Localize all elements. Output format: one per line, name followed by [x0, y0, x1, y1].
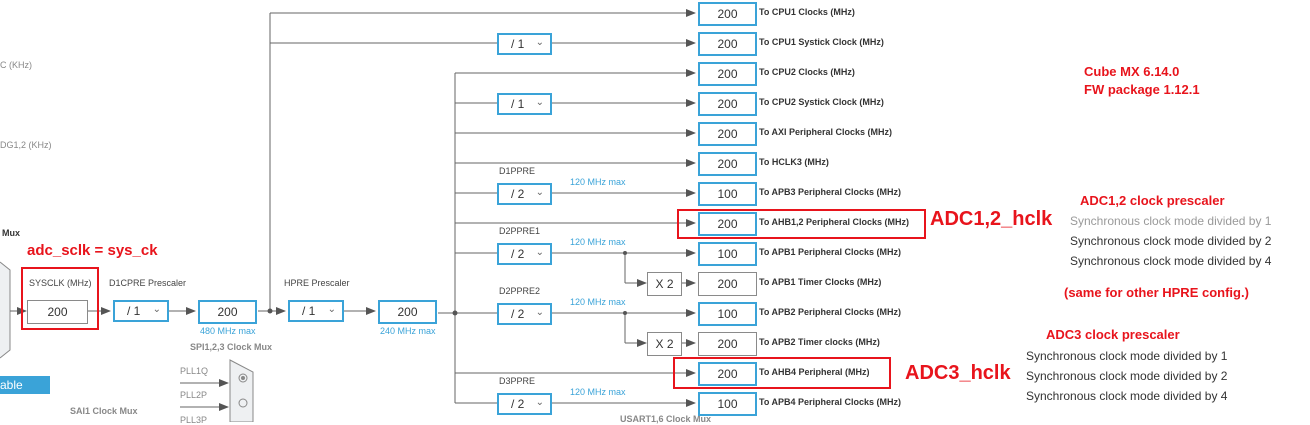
- output-value[interactable]: 200: [698, 212, 757, 236]
- fw-package-version: FW package 1.12.1: [1084, 82, 1200, 97]
- d1cpre-max: 480 MHz max: [200, 326, 256, 336]
- adc12-hclk-highlight: [677, 209, 926, 239]
- output-value[interactable]: 200: [698, 32, 757, 56]
- chevron-down-icon: ⌄: [535, 397, 544, 408]
- prescaler-dropdown[interactable]: / 2 ⌄: [497, 243, 552, 265]
- pll1q-label: PLL1Q: [180, 366, 209, 376]
- usart-mux-label: USART1,6 Clock Mux: [620, 414, 712, 424]
- prescaler-label: D2PPRE2: [499, 286, 541, 296]
- d1cpre-label: D1CPRE Prescaler: [109, 278, 187, 288]
- prescaler-dropdown[interactable]: / 2 ⌄: [497, 303, 552, 325]
- output-value[interactable]: 100: [698, 242, 757, 266]
- max-frequency: 120 MHz max: [570, 297, 626, 307]
- chevron-down-icon: ⌄: [535, 97, 544, 108]
- output-value[interactable]: 100: [698, 302, 757, 326]
- prescaler-value: / 1: [511, 97, 525, 111]
- chevron-down-icon: ⌄: [535, 37, 544, 48]
- output-value[interactable]: 200: [698, 362, 757, 386]
- output-value[interactable]: 200: [698, 332, 757, 356]
- output-label: To CPU2 Clocks (MHz): [759, 67, 855, 77]
- max-frequency: 120 MHz max: [570, 387, 626, 397]
- output-value[interactable]: 200: [698, 152, 757, 176]
- system-clock-mux-label: Mux: [2, 228, 20, 238]
- prescaler-label: D1PPRE: [499, 166, 536, 176]
- output-label: To CPU2 Systick Clock (MHz): [759, 97, 884, 107]
- adc12-hclk-annotation: ADC1,2_hclk: [930, 208, 1053, 230]
- pll3p-label: PLL3P: [180, 415, 208, 425]
- output-label: To APB1 Timer Clocks (MHz): [759, 277, 882, 287]
- adc3-prescaler-title: ADC3 clock prescaler: [1046, 327, 1180, 342]
- prescaler-label: D2PPRE1: [499, 226, 541, 236]
- adc12-option: Synchronous clock mode divided by 1: [1070, 214, 1272, 228]
- enable-css-button[interactable]: able CSS: [0, 376, 50, 410]
- prescaler-dropdown[interactable]: / 2 ⌄: [497, 393, 552, 415]
- output-label: To AHB4 Peripheral (MHz): [759, 367, 870, 377]
- same-config-note: (same for other HPRE config.): [1064, 285, 1249, 300]
- max-frequency: 120 MHz max: [570, 237, 626, 247]
- adc12-prescaler-title: ADC1,2 clock prescaler: [1080, 193, 1225, 208]
- output-value[interactable]: 100: [698, 392, 757, 416]
- output-value[interactable]: 200: [698, 92, 757, 116]
- prescaler-value: / 2: [511, 307, 525, 321]
- spi-mux-label: SPI1,2,3 Clock Mux: [190, 342, 273, 352]
- chevron-down-icon: ⌄: [535, 187, 544, 198]
- prescaler-dropdown[interactable]: / 1 ⌄: [497, 93, 552, 115]
- output-value[interactable]: 200: [698, 62, 757, 86]
- hpre-max: 240 MHz max: [380, 326, 436, 336]
- prescaler-label: D3PPRE: [499, 376, 536, 386]
- d1cpre-value: / 1: [127, 304, 141, 318]
- hpre-value: / 1: [302, 304, 316, 318]
- adc12-option: Synchronous clock mode divided by 4: [1070, 254, 1272, 268]
- chevron-down-icon: ⌄: [535, 307, 544, 318]
- adc3-hclk-annotation: ADC3_hclk: [905, 362, 1011, 384]
- prescaler-value: / 2: [511, 187, 525, 201]
- output-label: To CPU1 Systick Clock (MHz): [759, 37, 884, 47]
- output-label: To APB4 Peripheral Clocks (MHz): [759, 397, 902, 407]
- d1cpre-dropdown[interactable]: / 1 ⌄: [113, 300, 169, 322]
- output-value[interactable]: 200: [698, 272, 757, 296]
- prescaler-value: / 2: [511, 247, 525, 261]
- timer-multiplier: X 2: [647, 272, 682, 296]
- iwdg-label: DG1,2 (KHz): [0, 140, 52, 150]
- prescaler-dropdown[interactable]: / 1 ⌄: [497, 33, 552, 55]
- output-label: To AHB1,2 Peripheral Clocks (MHz): [759, 217, 910, 227]
- output-label: To CPU1 Clocks (MHz): [759, 7, 855, 17]
- output-label: To HCLK3 (MHz): [759, 157, 829, 167]
- prescaler-dropdown[interactable]: / 2 ⌄: [497, 183, 552, 205]
- chevron-down-icon: ⌄: [535, 247, 544, 258]
- cubemx-version: Cube MX 6.14.0: [1084, 64, 1180, 79]
- output-value[interactable]: 200: [698, 122, 757, 146]
- output-value[interactable]: 100: [698, 182, 757, 206]
- pll2p-label: PLL2P: [180, 390, 208, 400]
- sysclk-highlight: [21, 267, 99, 330]
- hpre-dropdown[interactable]: / 1 ⌄: [288, 300, 344, 322]
- sai-mux-label: SAI1 Clock Mux: [70, 406, 138, 416]
- sysclk-label: SYSCLK (MHz): [29, 278, 92, 288]
- sysclk-value[interactable]: 200: [27, 300, 88, 324]
- adc3-option: Synchronous clock mode divided by 1: [1026, 349, 1228, 363]
- output-label: To APB1 Peripheral Clocks (MHz): [759, 247, 902, 257]
- timer-multiplier: X 2: [647, 332, 682, 356]
- hpre-label: HPRE Prescaler: [284, 278, 350, 288]
- hpre-output[interactable]: 200: [378, 300, 437, 324]
- adc3-option: Synchronous clock mode divided by 2: [1026, 369, 1228, 383]
- output-label: To APB2 Peripheral Clocks (MHz): [759, 307, 902, 317]
- chevron-down-icon: ⌄: [327, 304, 336, 315]
- d1cpre-output[interactable]: 200: [198, 300, 257, 324]
- chevron-down-icon: ⌄: [152, 304, 161, 315]
- output-label: To APB2 Timer clocks (MHz): [759, 337, 880, 347]
- output-label: To APB3 Peripheral Clocks (MHz): [759, 187, 902, 197]
- adc3-option: Synchronous clock mode divided by 4: [1026, 389, 1228, 403]
- prescaler-value: / 2: [511, 397, 525, 411]
- prescaler-value: / 1: [511, 37, 525, 51]
- output-value[interactable]: 200: [698, 2, 757, 26]
- adc12-option: Synchronous clock mode divided by 2: [1070, 234, 1272, 248]
- rtc-label: C (KHz): [0, 60, 32, 70]
- output-label: To AXI Peripheral Clocks (MHz): [759, 127, 893, 137]
- adc-sclk-annotation: adc_sclk = sys_ck: [27, 242, 158, 259]
- adc3-hclk-highlight: [673, 357, 891, 389]
- max-frequency: 120 MHz max: [570, 177, 626, 187]
